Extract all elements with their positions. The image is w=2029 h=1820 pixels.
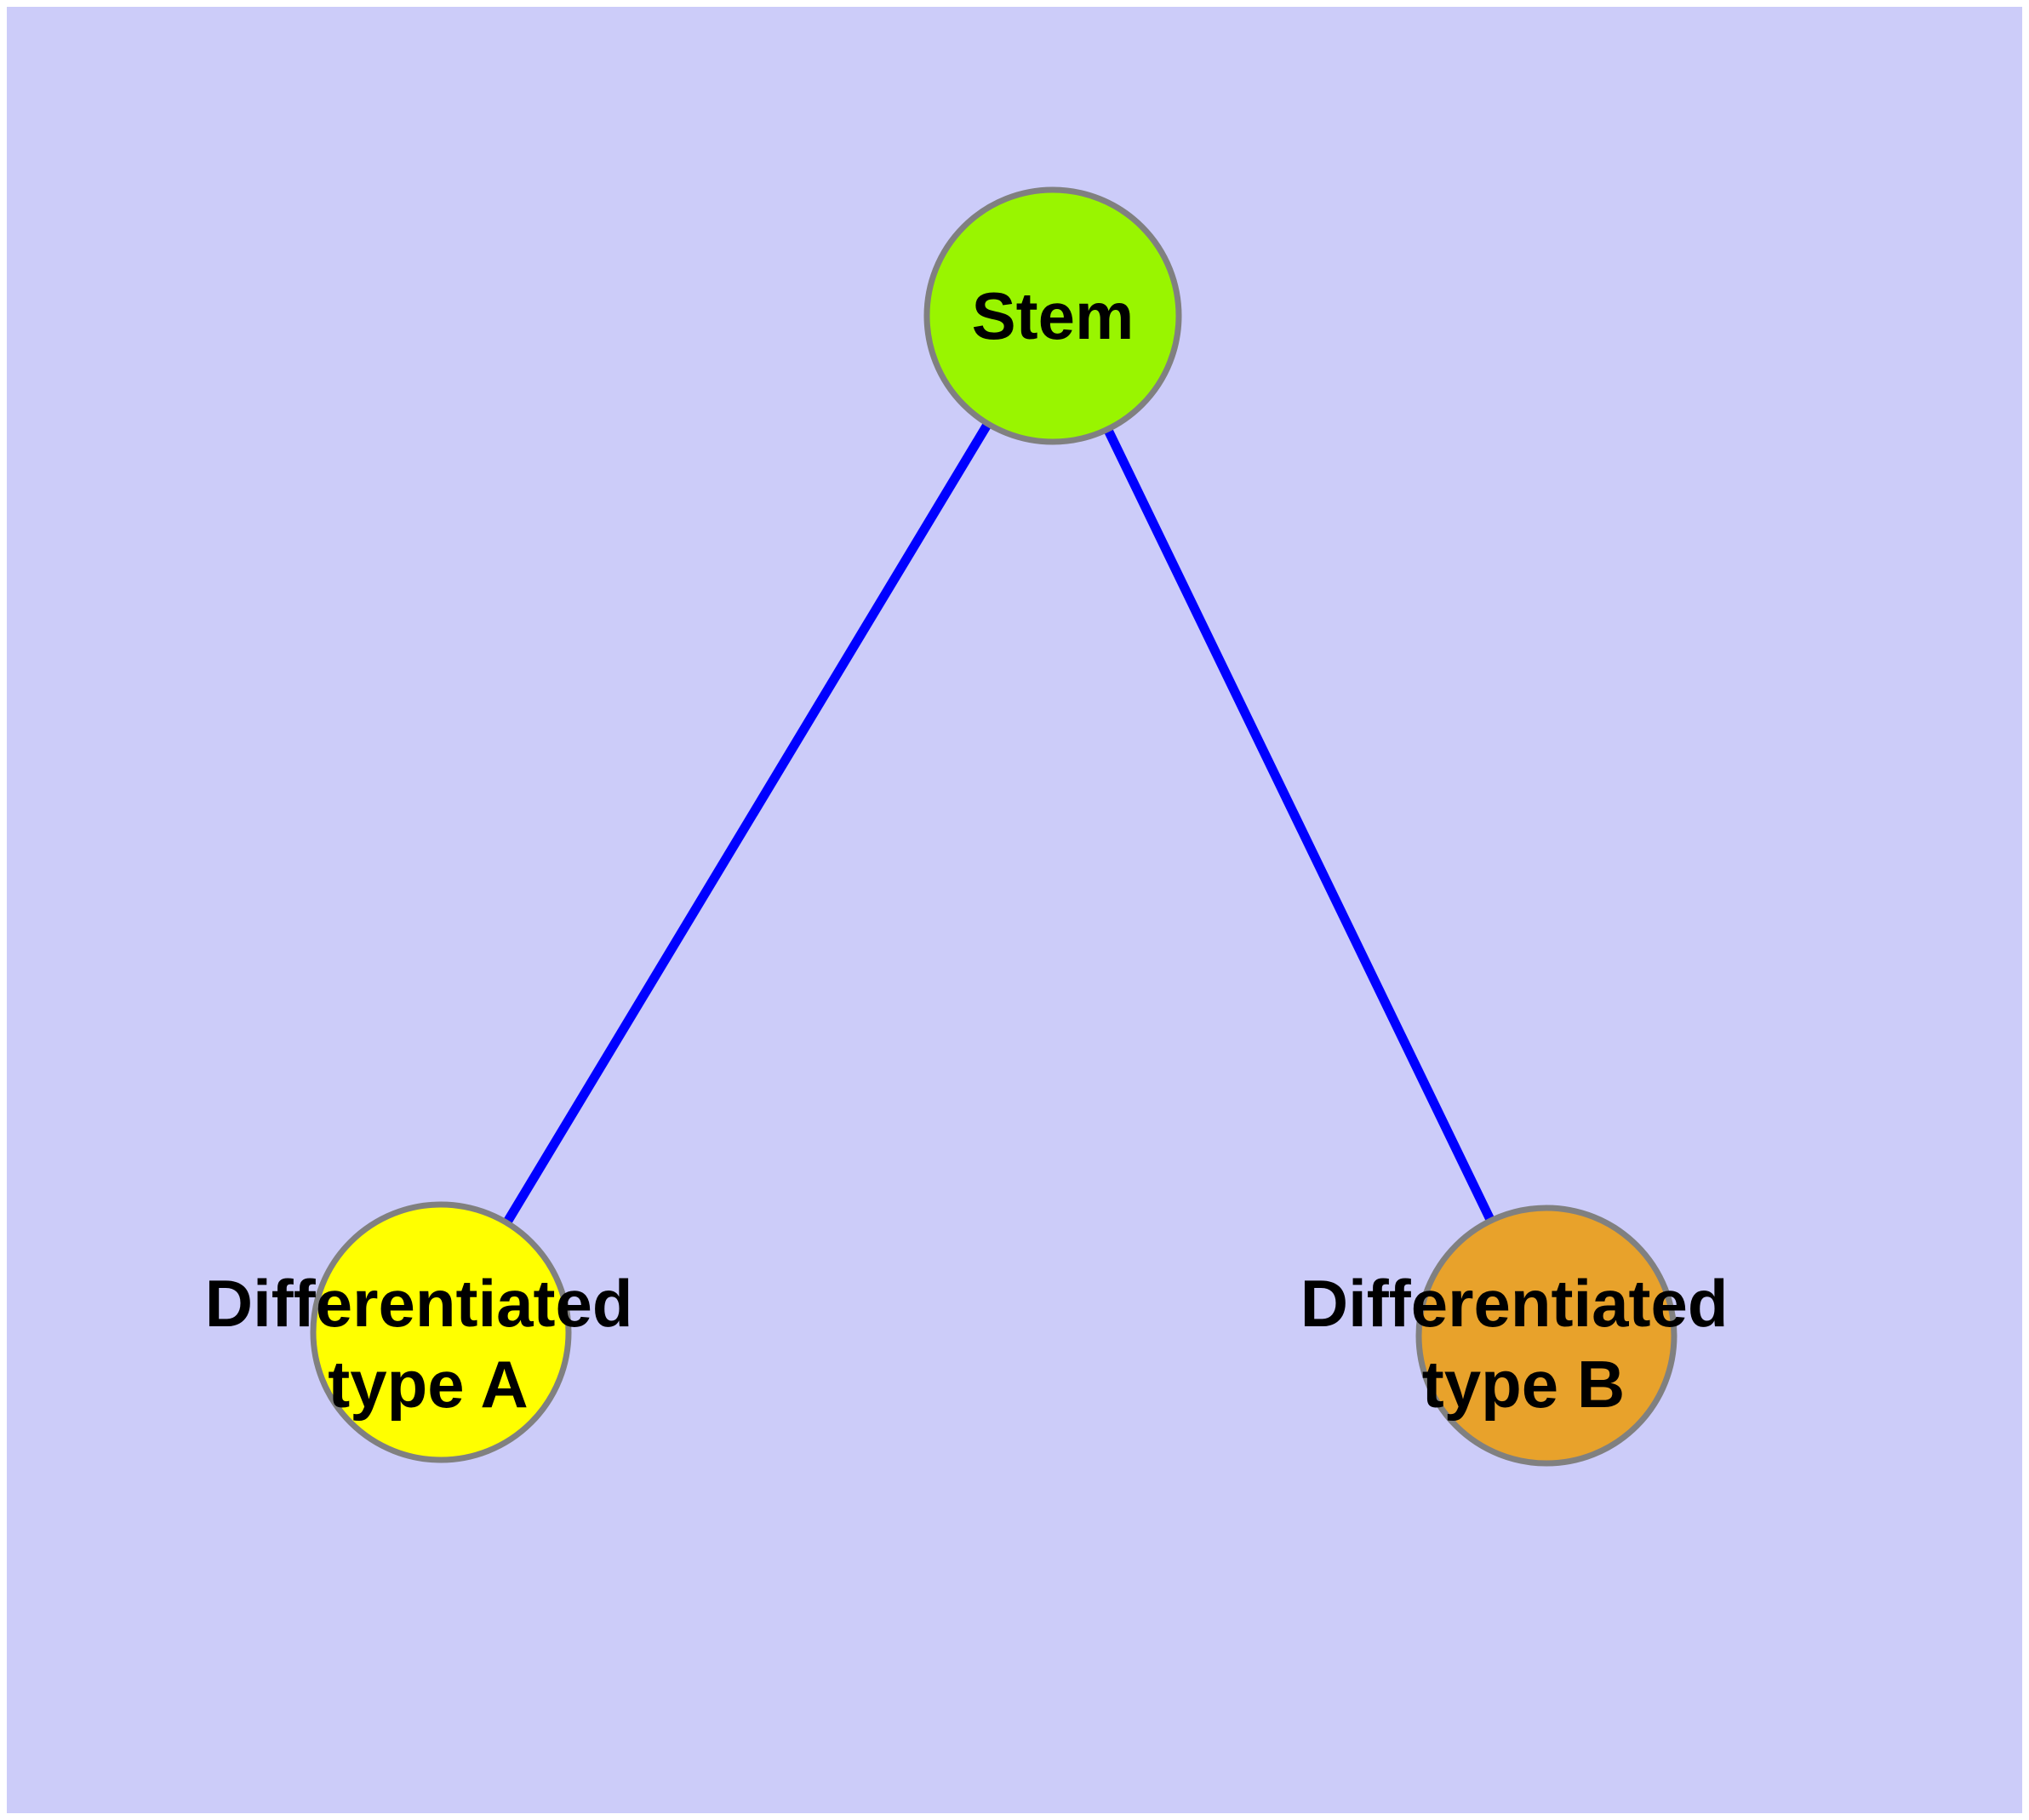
graph-svg: Stem Differentiated type A Differentiate… [205,186,1746,1467]
node-differentiated-type-a-circle[interactable] [310,1201,572,1463]
node-stem-label-line-1: Stem [972,278,1135,353]
node-differentiated-type-a-label-line-2: type A [328,1347,529,1422]
node-differentiated-type-b-label-line-1: Differentiated [1300,1266,1729,1341]
node-layer [310,186,1677,1467]
node-differentiated-type-b-label-line-2: type B [1422,1347,1625,1422]
node-stem-circle[interactable] [923,186,1182,445]
node-differentiated-type-b-circle[interactable] [1415,1205,1677,1467]
node-differentiated-type-a-label-line-1: Differentiated [205,1266,633,1341]
graph-plot-area: Stem Differentiated type A Differentiate… [7,7,2022,1813]
edge-stem-to-differentiated-type-b[interactable] [1103,426,1495,1223]
edge-stem-to-differentiated-type-a[interactable] [502,421,992,1226]
node-stem-label: Stem [972,278,1135,353]
node-differentiated-type-a-label: Differentiated type A [205,1266,651,1422]
node-label-layer: Stem Differentiated type A Differentiate… [205,278,1746,1422]
node-differentiated-type-b-label: Differentiated type B [1300,1266,1746,1422]
edge-layer [502,421,1495,1226]
